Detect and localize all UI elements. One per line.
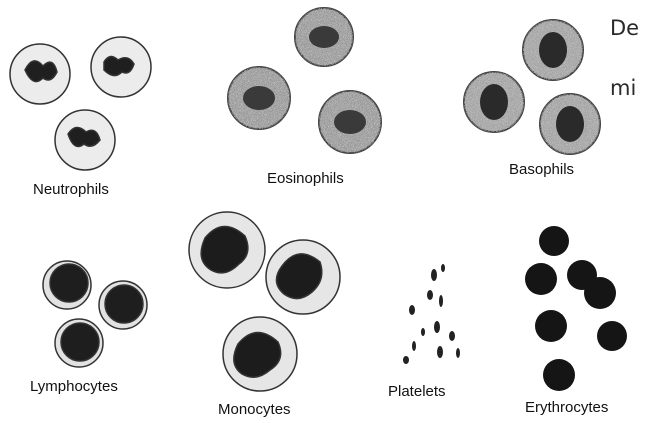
monocyte-cell [189, 212, 265, 288]
platelet-cells [403, 264, 460, 364]
neutrophil-cell [91, 37, 151, 97]
basophil-cells [464, 20, 600, 154]
label-eosinophils: Eosinophils [267, 170, 344, 187]
basophil-cell [540, 94, 600, 154]
label-neutrophils: Neutrophils [33, 181, 109, 198]
eosinophil-cell [295, 8, 353, 66]
neutrophil-cells [10, 37, 151, 170]
monocyte-cell [223, 317, 297, 391]
lymphocyte-cell [43, 261, 91, 309]
monocyte-cells [189, 212, 340, 391]
label-basophils: Basophils [509, 161, 574, 178]
eosinophil-cell [228, 67, 290, 129]
eosinophil-cell [319, 91, 381, 153]
clipped-slide-text-line1: De [608, 16, 639, 40]
neutrophil-cell [10, 44, 70, 104]
lymphocyte-cells [43, 261, 147, 367]
label-lymphocytes: Lymphocytes [30, 378, 118, 395]
basophil-cell [523, 20, 583, 80]
label-erythrocytes: Erythrocytes [525, 399, 608, 416]
eosinophil-cells [228, 8, 381, 153]
monocyte-cell [266, 240, 340, 314]
neutrophil-cell [55, 110, 115, 170]
lymphocyte-cell [55, 319, 103, 367]
label-monocytes: Monocytes [218, 401, 291, 418]
clipped-slide-text-line2: mi [608, 76, 636, 100]
erythrocyte-cells [525, 226, 627, 391]
label-platelets: Platelets [388, 383, 446, 400]
lymphocyte-cell [99, 281, 147, 329]
basophil-cell [464, 72, 524, 132]
